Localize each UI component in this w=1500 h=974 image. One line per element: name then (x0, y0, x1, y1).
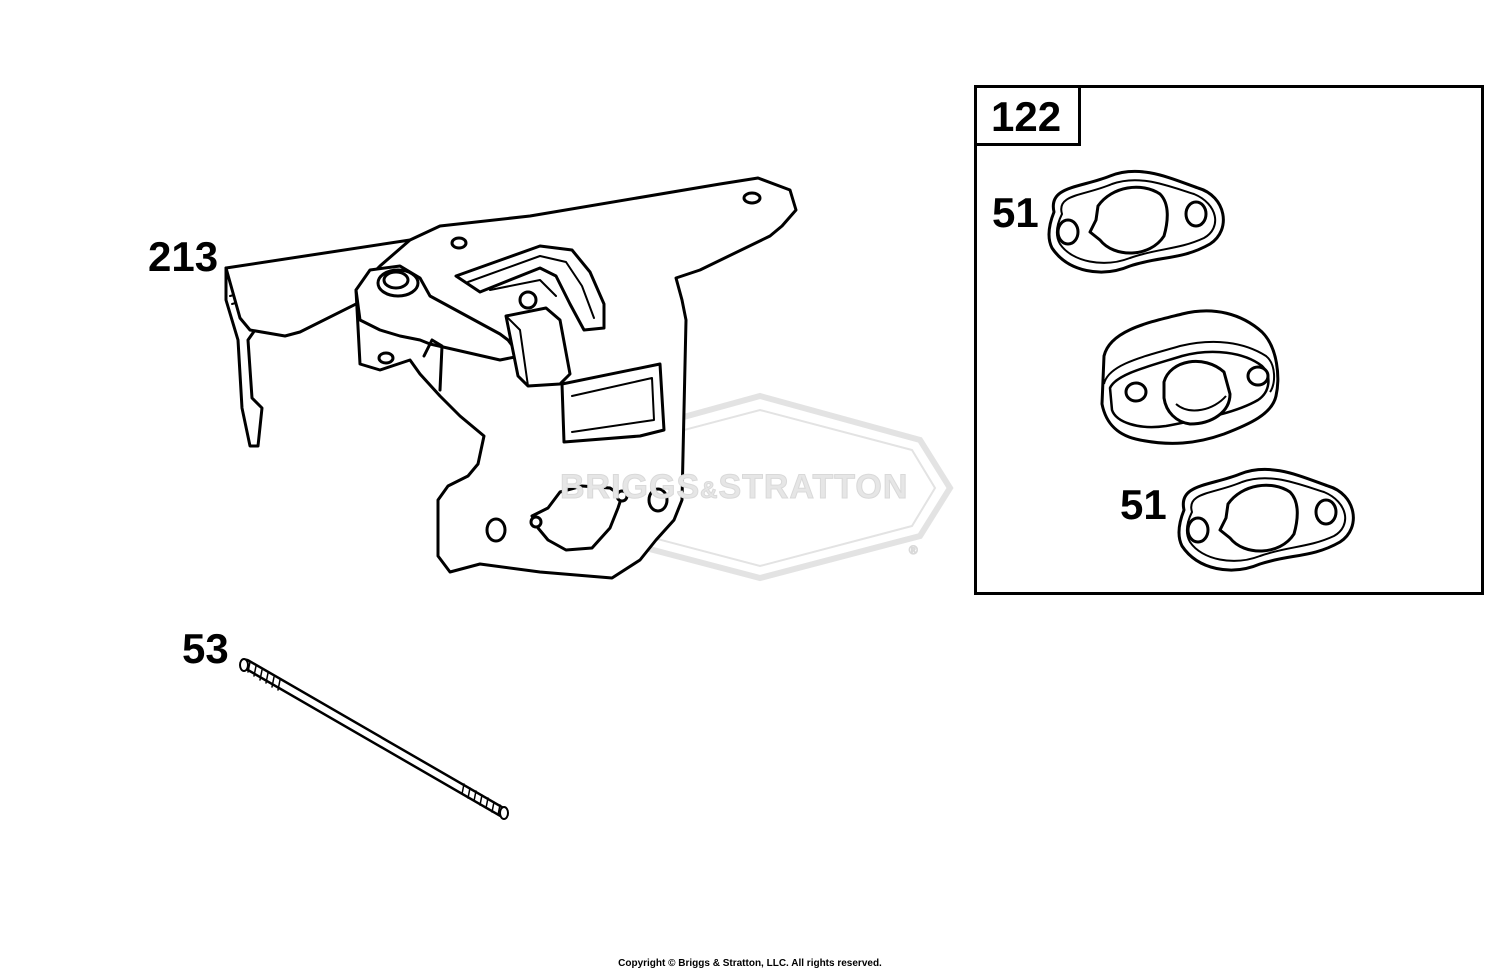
kit-label-tab: 122 (977, 88, 1081, 146)
intake-spacer-part[interactable] (1100, 309, 1280, 445)
kit-box: 122 (974, 85, 1484, 595)
bracket-callout-number[interactable]: 213 (148, 233, 219, 280)
watermark-brand-right: STRATTON (718, 468, 909, 507)
threaded-stud-part[interactable] (239, 658, 509, 820)
copyright-footer: Copyright © Briggs & Stratton, LLC. All … (618, 958, 882, 969)
gasket-bottom-part[interactable] (1177, 467, 1355, 572)
watermark-brand-amp: & (700, 477, 719, 505)
kit-callout-number[interactable]: 122 (991, 93, 1062, 140)
gasket-top-callout-number[interactable]: 51 (992, 189, 1039, 236)
gasket-top-part[interactable] (1047, 169, 1225, 274)
brand-watermark-text: BRIGGS&STRATTON ® (559, 468, 929, 558)
control-bracket-part[interactable] (224, 176, 798, 580)
stud-callout-number[interactable]: 53 (182, 625, 229, 672)
gasket-bottom-callout-number[interactable]: 51 (1120, 481, 1167, 528)
watermark-brand-left: BRIGGS (559, 468, 701, 507)
watermark-registered: ® (908, 543, 919, 558)
